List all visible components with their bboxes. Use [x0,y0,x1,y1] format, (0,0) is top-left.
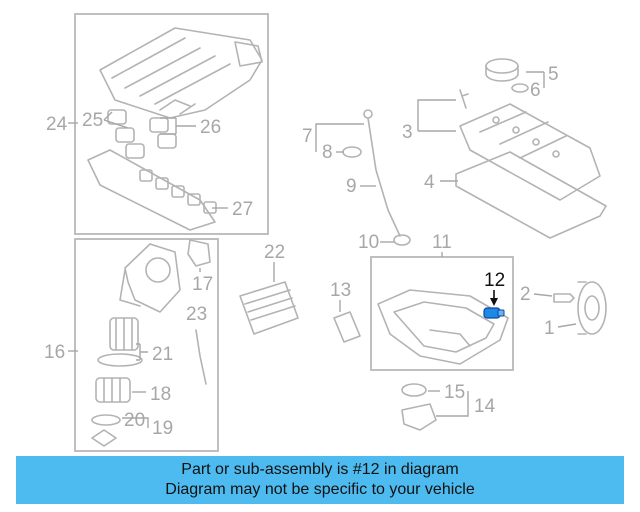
callout-12-highlighted: 12 [484,270,505,291]
callout-2: 2 [520,284,531,305]
callout-18: 18 [150,384,171,405]
crank-pulley-drawing [553,281,607,335]
plug-19-drawing [91,429,117,447]
oring-21-drawing [97,353,143,367]
callout-1: 1 [544,318,555,339]
callout-14: 14 [474,396,496,417]
callout-3: 3 [402,122,413,143]
part-13-drawing [333,311,361,343]
callout-13: 13 [330,280,351,301]
callout-9: 9 [346,176,357,197]
filter-cap-drawing [95,377,131,403]
callout-21: 21 [152,344,173,365]
intake-manifold-drawing [99,27,263,119]
banner-line-2: Diagram may not be specific to your vehi… [165,481,475,498]
filter-element-drawing [109,317,139,351]
callout-8: 8 [322,142,333,163]
callout-10: 10 [358,232,379,253]
callout-23: 23 [186,304,207,325]
callout-15: 15 [444,382,465,403]
callout-5: 5 [548,64,559,85]
parts-diagram: 24 25 26 27 16 17 18 19 20 21 23 [44,13,607,452]
callout-22: 22 [264,242,285,263]
lower-manifold-drawing [87,149,217,231]
callout-24: 24 [46,114,68,135]
callout-25: 25 [82,110,103,131]
strainer-14-drawing [401,403,437,431]
filter-housing-drawing [119,243,181,313]
callout-4: 4 [424,172,435,193]
oil-pan-drawing [377,289,509,365]
callout-20: 20 [124,410,145,431]
callout-16: 16 [44,342,65,363]
callout-19: 19 [152,418,173,439]
callout-11: 11 [432,232,452,253]
callout-7: 7 [302,126,313,147]
callout-17: 17 [192,274,213,295]
oil-level-sensor-12-highlighted [483,307,505,319]
callout-26: 26 [200,117,221,138]
gasket-17-drawing [187,239,211,267]
gasket-15-drawing [401,383,427,397]
group-box-oil-filter [74,238,219,452]
callout-27: 27 [232,199,253,220]
valve-cover-drawing [459,89,601,201]
valve-cover-gasket-drawing [455,151,607,239]
group-box-intake [74,13,269,235]
seal-20-drawing [91,414,121,426]
oil-cooler-drawing [239,281,299,335]
info-banner: Part or sub-assembly is #12 in diagram D… [16,456,624,504]
oil-cap-drawing [485,58,529,93]
banner-line-1: Part or sub-assembly is #12 in diagram [181,461,459,478]
tube-23-drawing [195,329,207,385]
callout-6: 6 [530,80,541,101]
